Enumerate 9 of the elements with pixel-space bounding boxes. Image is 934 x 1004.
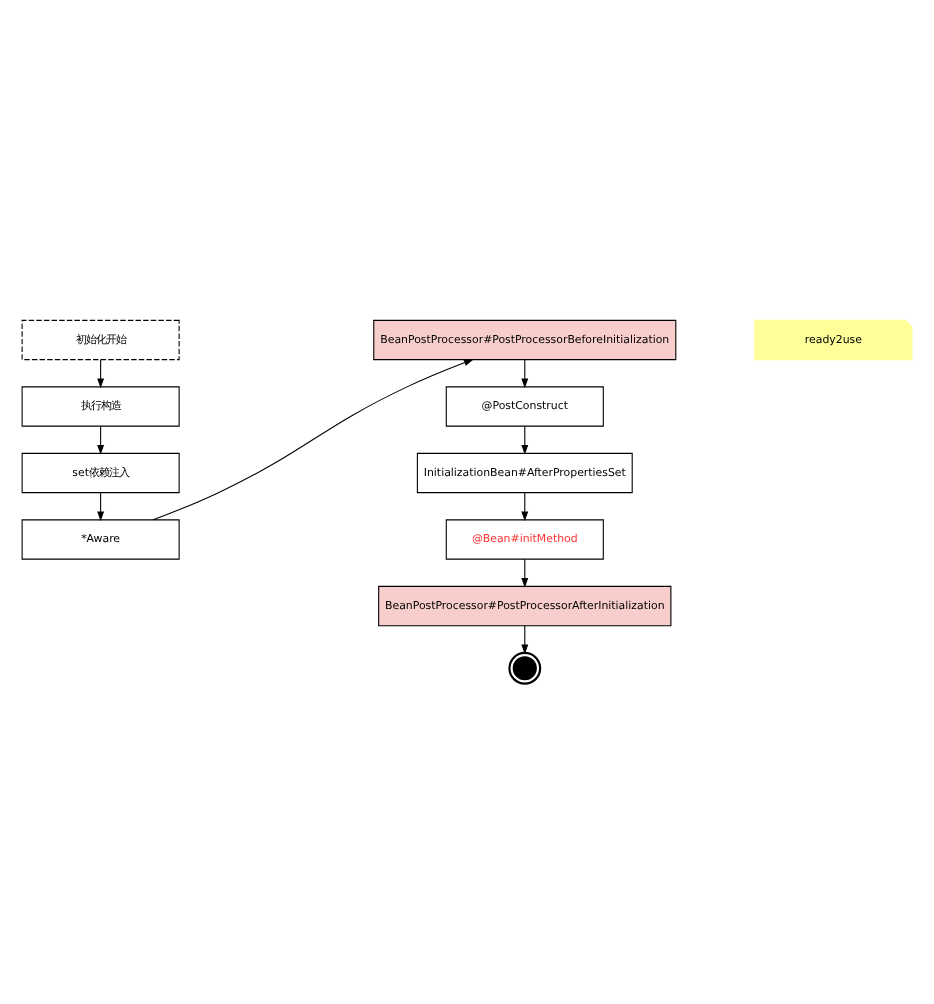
- arrow: [97, 425, 105, 455]
- arrow: [152, 359, 474, 521]
- arrow: [521, 625, 529, 655]
- arrow: [521, 558, 529, 588]
- arrow: [97, 492, 105, 522]
- arrow: [97, 359, 105, 389]
- arrow: [521, 425, 529, 455]
- arrow: [521, 359, 529, 389]
- arrow: [521, 492, 529, 522]
